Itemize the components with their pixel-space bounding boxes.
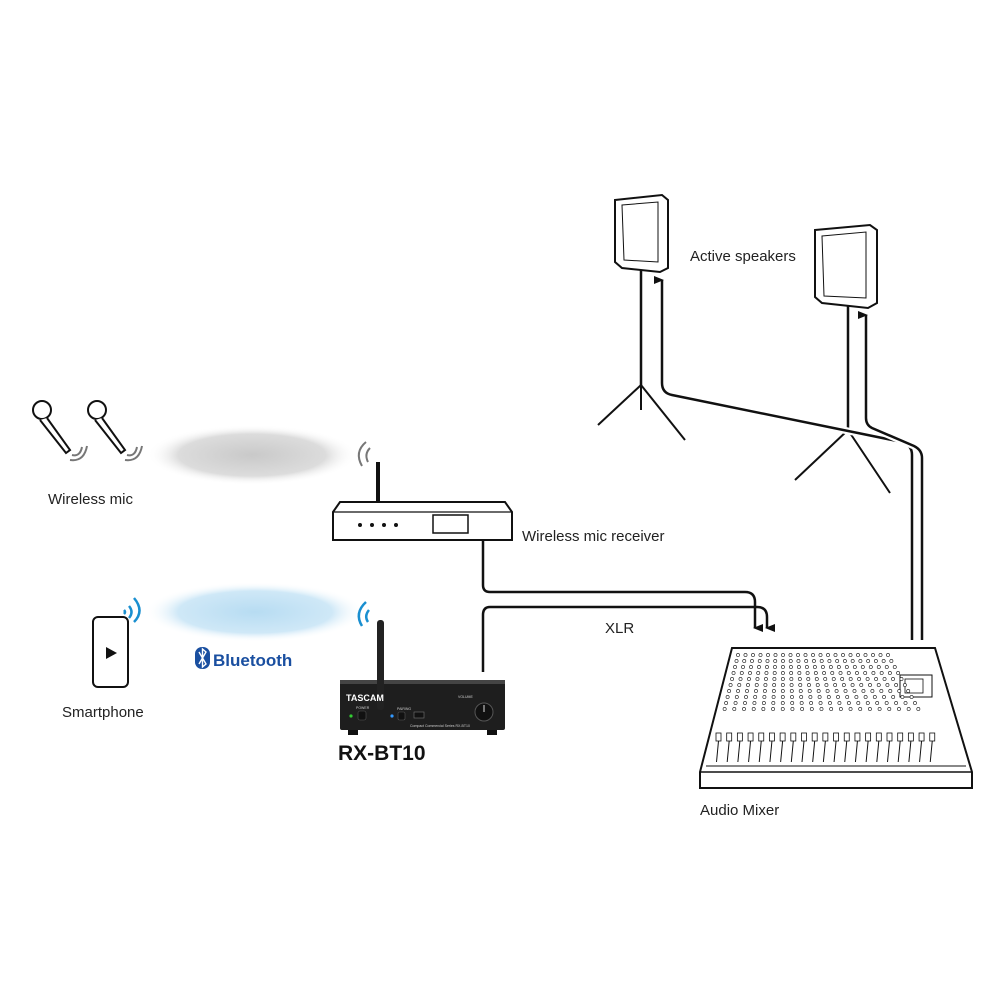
mixer-channel-strip	[871, 653, 914, 763]
xlr-cable-receiver	[481, 540, 763, 632]
power-text: POWER	[356, 706, 370, 710]
phone-wifi-icon	[123, 597, 141, 623]
cable-to-left-speaker	[654, 276, 914, 640]
receiver-wifi-icon	[357, 441, 371, 467]
bluetooth-wordmark: Bluetooth	[213, 651, 292, 670]
wireless-mic-label: Wireless mic	[48, 491, 133, 508]
audio-mixer	[699, 647, 973, 789]
wireless-mic-receiver	[332, 462, 513, 541]
wireless-mic-receiver-label: Wireless mic receiver	[522, 528, 665, 545]
smartphone-icon	[92, 616, 129, 688]
mixer-channel-strip	[726, 653, 748, 763]
mixer-channel-strip	[841, 653, 872, 763]
rx-bt10-device: TASCAM POWER PAIRING VOLUME Compact Comm…	[340, 620, 505, 735]
mixer-channel-strip	[715, 653, 740, 763]
rx-bt10-label: RX-BT10	[338, 742, 426, 765]
pairing-text: PAIRING	[397, 707, 411, 711]
mixer-channel-strip	[856, 653, 893, 763]
mixer-channel-strip	[758, 653, 770, 763]
mixer-channel-strip	[863, 653, 904, 763]
mixer-channel-strip	[788, 653, 797, 763]
antenna	[377, 620, 384, 710]
xlr-label: XLR	[605, 620, 634, 637]
mixer-channel-strip	[803, 653, 818, 763]
brand-text: TASCAM	[346, 693, 384, 703]
mixer-channel-strip	[736, 653, 755, 763]
mixer-channel-strip	[826, 653, 850, 763]
mixer-channel-strip	[747, 653, 763, 763]
xlr-cable-rx-bt10	[481, 605, 775, 672]
mixer-channel-strip	[796, 653, 807, 763]
pairing-button	[397, 711, 406, 721]
cable-to-right-speaker	[858, 311, 924, 640]
mixer-channel-strip	[886, 653, 936, 763]
mixer-channel-strip	[848, 653, 882, 763]
wireless-signal-cloud	[147, 425, 357, 485]
audio-mixer-label: Audio Mixer	[700, 802, 779, 819]
mixer-channel-strip	[878, 653, 925, 763]
wireless-mic-icon	[32, 400, 143, 462]
rx-bt10-wifi-icon	[357, 601, 370, 627]
active-speaker-left	[597, 193, 686, 441]
mixer-channel-strip	[779, 653, 786, 763]
series-text: Compact Commercial Series RX-BT10	[410, 724, 470, 728]
mixer-channel-strip	[769, 653, 778, 763]
mixer-channel-strip	[811, 653, 829, 763]
power-button	[357, 710, 367, 721]
smartphone-label: Smartphone	[62, 704, 144, 721]
volume-text: VOLUME	[458, 695, 473, 699]
mixer-channel-strip	[818, 653, 839, 763]
bluetooth-logo: Bluetooth	[195, 647, 292, 670]
bluetooth-signal-cloud	[145, 582, 365, 642]
mixer-channel-strip	[833, 653, 861, 763]
active-speakers-label: Active speakers	[690, 248, 796, 265]
active-speaker-right	[794, 223, 891, 494]
